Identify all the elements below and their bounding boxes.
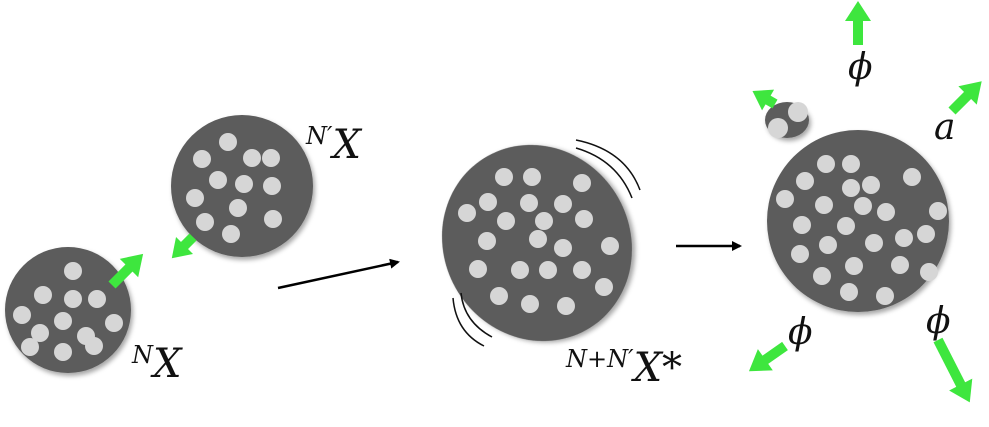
- label-sup: N+N′: [566, 345, 634, 373]
- emission-arrows: [748, 1, 982, 403]
- label-base: X*: [633, 345, 683, 391]
- label-phi-left: ϕ: [788, 312, 813, 353]
- final-nucleus: [767, 130, 949, 312]
- nucleons: [13, 262, 123, 361]
- compound-nucleus: [441, 144, 633, 342]
- nucleons: [776, 155, 947, 305]
- label-base: X: [332, 122, 361, 168]
- green-arrow-icon: [108, 253, 144, 289]
- vibration-lines-icon: [452, 139, 641, 347]
- green-arrow-icon: [933, 337, 973, 403]
- label-axion: a: [934, 107, 956, 148]
- green-arrow-icon: [171, 233, 197, 259]
- nucleus-nx: [5, 247, 131, 373]
- green-arrow-icon: [752, 89, 778, 111]
- label-sup: N: [132, 341, 153, 369]
- nucleons: [186, 133, 282, 243]
- label-compound-nucleus: N+N′X*: [566, 345, 683, 391]
- label-base: X: [153, 341, 182, 387]
- label-nucleus-nx: NX: [132, 341, 182, 387]
- nucleus-nprime-x: [171, 115, 313, 257]
- label-phi-top: ϕ: [848, 47, 873, 88]
- green-arrow-icon: [948, 81, 982, 115]
- label-phi-right: ϕ: [926, 301, 951, 342]
- reaction-arrow-icon: [277, 258, 400, 290]
- ejected-fragment: [765, 102, 809, 138]
- nucleons: [458, 168, 619, 315]
- approach-arrows: [108, 233, 197, 289]
- label-nucleus-nprime-x: N′X: [306, 122, 361, 168]
- green-arrow-icon: [748, 341, 788, 372]
- label-sup: N′: [306, 122, 333, 150]
- green-arrow-icon: [845, 1, 871, 45]
